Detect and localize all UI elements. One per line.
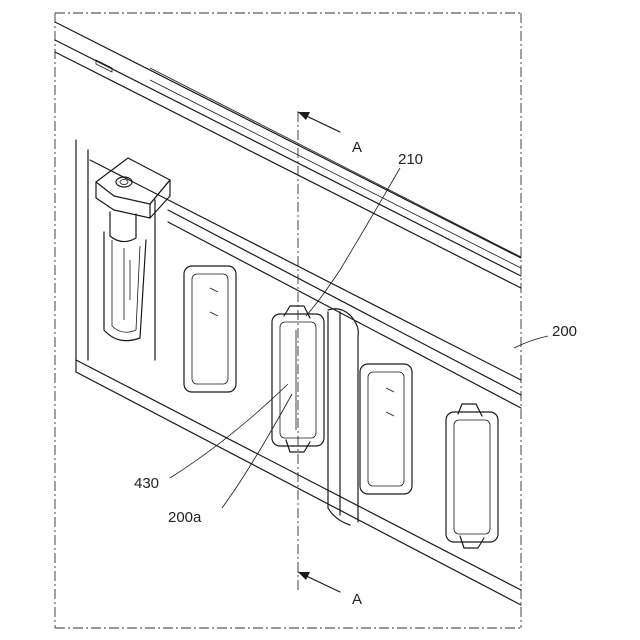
ref-label-430: 430 xyxy=(134,475,159,492)
bracket xyxy=(96,158,170,341)
section-label-top: A xyxy=(352,139,362,156)
arrow-top-icon xyxy=(298,112,310,120)
window-1 xyxy=(184,266,236,392)
ref-label-200: 200 xyxy=(552,323,577,340)
view-boundary xyxy=(55,13,521,628)
ref-label-210: 210 xyxy=(398,151,423,168)
section-label-bottom: A xyxy=(352,591,362,608)
window-4 xyxy=(446,404,498,548)
leader-lines xyxy=(170,168,548,508)
section-line xyxy=(298,112,340,592)
window-3 xyxy=(360,364,412,494)
arrow-bottom-icon xyxy=(298,572,310,580)
ref-label-200a: 200a xyxy=(168,509,202,526)
